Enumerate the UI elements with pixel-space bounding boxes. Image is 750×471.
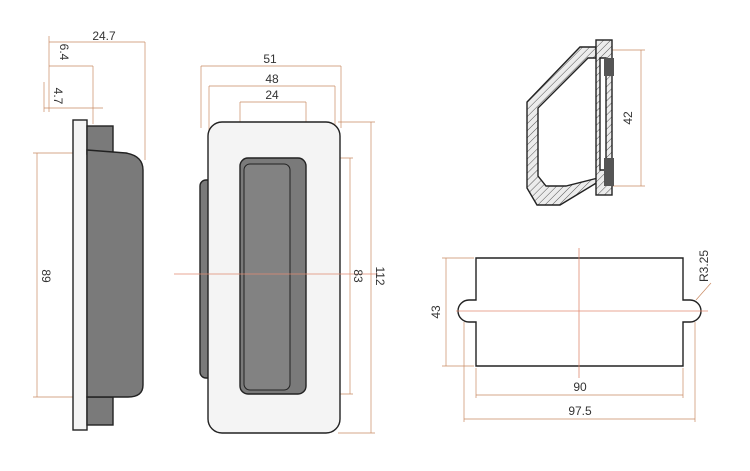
side-view: 24.7 6.4 4.7 89	[33, 29, 146, 431]
dim-front-grip-height: 83	[351, 269, 365, 283]
side-upper-boss	[86, 125, 114, 155]
cutout-outline	[457, 257, 702, 367]
dim-side-width-total: 24.7	[92, 29, 116, 43]
dim-cutout-overall-width: 97.5	[568, 404, 592, 418]
dim-cutout-height: 43	[429, 305, 443, 319]
side-lower-boss	[86, 396, 114, 426]
front-grip-inner-face	[243, 163, 291, 391]
cutout-view-dimension-lines	[442, 257, 712, 422]
section-latch-top	[604, 58, 614, 76]
side-housing-body	[86, 149, 144, 398]
side-view-dimension-lines	[33, 36, 146, 398]
section-view: 42	[526, 39, 645, 206]
section-latch-bottom	[604, 158, 614, 186]
side-flange-plate	[72, 119, 88, 431]
dim-front-overall-height: 112	[373, 266, 387, 285]
dim-front-width-outer: 51	[263, 52, 277, 66]
dim-side-flange-b: 4.7	[51, 88, 65, 105]
dim-section-depth: 42	[621, 111, 635, 125]
dim-cutout-radius: R3.25	[697, 250, 711, 282]
dim-front-grip-width: 24	[265, 88, 279, 102]
dim-side-flange-a: 6.4	[57, 44, 71, 61]
dim-front-width-inner: 48	[265, 72, 279, 86]
front-view: 51 48 24 83 112	[174, 52, 387, 434]
section-view-dimension-lines	[612, 49, 645, 187]
dim-cutout-width: 90	[573, 380, 587, 394]
cutout-view: 43 R3.25 90 97.5	[429, 248, 712, 422]
dim-side-height: 89	[39, 269, 53, 283]
section-shell	[526, 46, 599, 206]
